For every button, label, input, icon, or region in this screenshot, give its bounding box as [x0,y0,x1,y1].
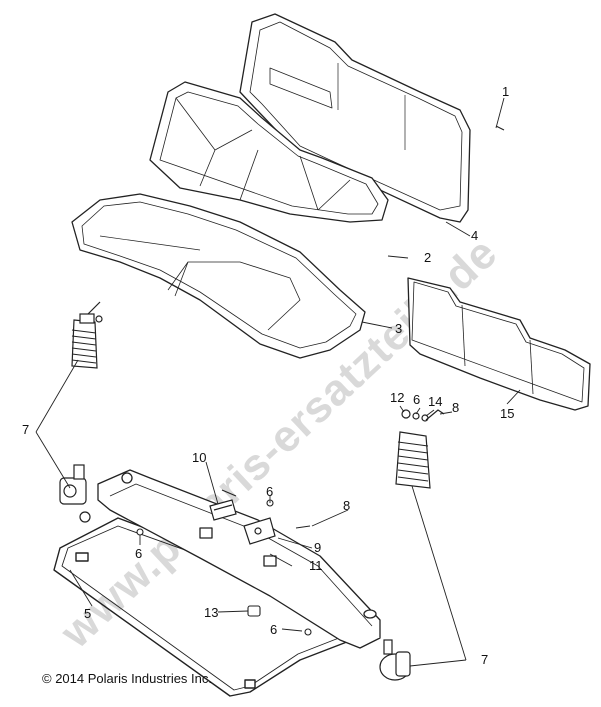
callout-8-bracket: 8 [343,498,350,513]
leader-lines [35,97,521,667]
callout-7-left: 7 [22,422,29,437]
callout-14: 14 [428,394,442,409]
callout-9: 9 [314,540,321,555]
latch-bracket-10 [209,499,237,521]
callout-6-spring: 6 [413,392,420,407]
callout-11: 11 [309,558,323,573]
callout-6-bracket: 6 [266,484,273,499]
callout-6-frame: 6 [135,546,142,561]
seat-backrest [149,81,389,223]
callout-3: 3 [395,321,402,336]
callout-7-right: 7 [481,652,488,667]
seat-spring-left [71,301,103,369]
callout-5: 5 [84,606,91,621]
callout-labels: 1 2 3 4 15 12 6 14 8 7 10 6 8 9 11 6 5 1… [22,84,514,667]
seat-latch-left [59,464,91,523]
latch-bracket-9 [243,517,276,545]
rear-panel [407,277,591,411]
callout-6-base: 6 [270,622,277,637]
callout-10: 10 [192,450,206,465]
callout-4: 4 [471,228,478,243]
callout-2: 2 [424,250,431,265]
copyright-notice: © 2014 Polaris Industries Inc. [42,671,212,686]
seat-latch-right [379,639,411,681]
callout-8-spring: 8 [452,400,459,415]
callout-12: 12 [390,390,404,405]
callout-13: 13 [204,605,218,620]
seat-spring-right [395,409,445,489]
callout-15: 15 [500,406,514,421]
callout-1: 1 [502,84,509,99]
seat-cushion [71,193,366,359]
hardware [136,125,505,636]
